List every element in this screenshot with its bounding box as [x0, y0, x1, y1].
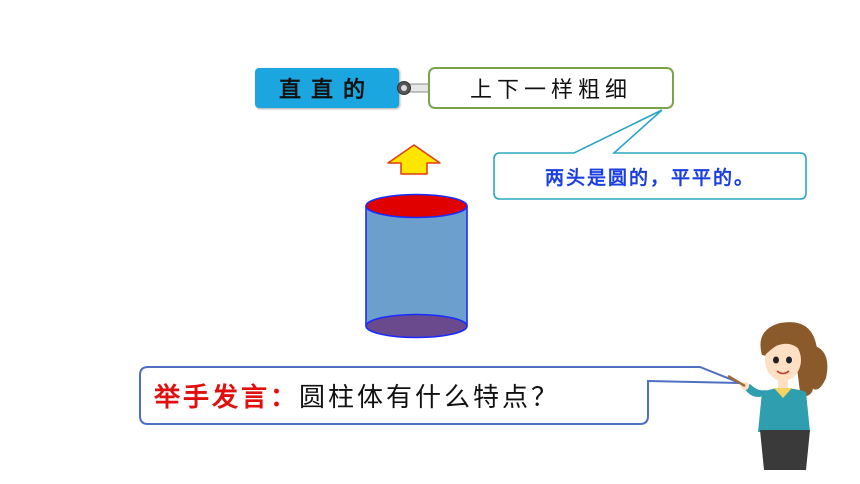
- callout-text: 两头是圆的，平平的。: [544, 166, 755, 189]
- prompt-highlight: 举手发言：: [154, 383, 300, 413]
- teacher-pointer-icon: [727, 322, 828, 470]
- cylinder-icon: [365, 193, 468, 339]
- description-box: 上下一样粗细: [428, 67, 674, 109]
- label-straight: 直直的: [255, 68, 399, 108]
- prompt-question: 圆柱体有什么特点？: [299, 383, 561, 413]
- up-arrow-icon: [387, 144, 441, 175]
- prompt-text: 举手发言： 圆柱体有什么特点？: [140, 367, 645, 424]
